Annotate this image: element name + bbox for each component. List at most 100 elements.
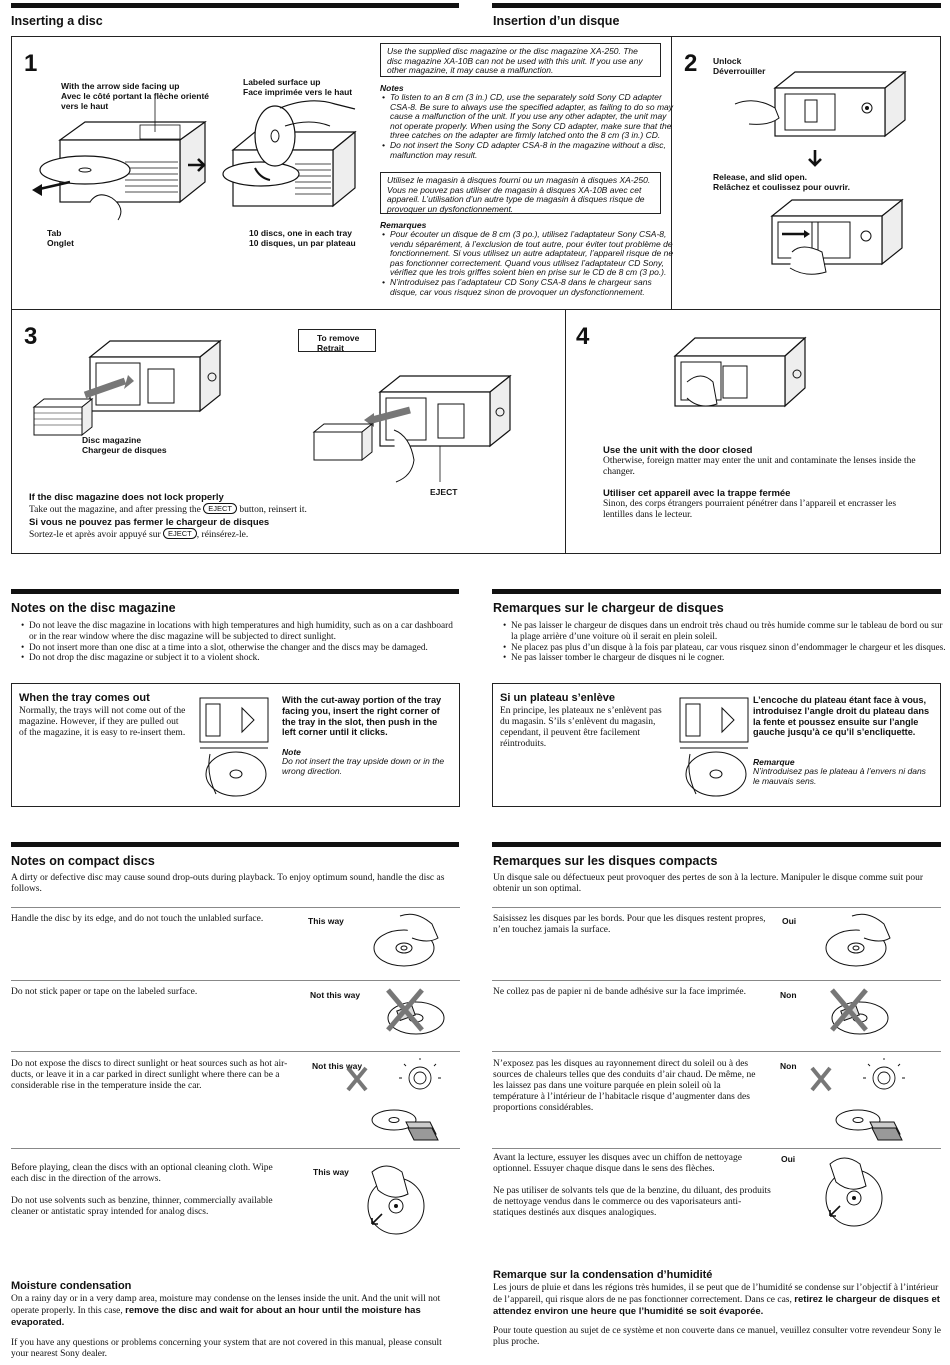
cd-row-separator bbox=[11, 1148, 460, 1149]
taped-disc-cross-illustration bbox=[386, 988, 445, 1035]
label-ten-discs: 10 discs, one in each tray 10 disques, u… bbox=[249, 228, 356, 248]
remarque-item: N’introduisez pas l’adaptateur CD Sony C… bbox=[382, 277, 678, 297]
step4-panel bbox=[565, 309, 941, 554]
tray-box-en bbox=[11, 683, 460, 807]
magazine-insert-illustration bbox=[32, 339, 222, 437]
label-labeled-surface: Labeled surface up Face imprimée vers le… bbox=[243, 77, 353, 97]
label-arrow-side: With the arrow side facing up Avec le cô… bbox=[61, 81, 210, 111]
cd-row-separator bbox=[492, 1148, 941, 1149]
magazine-note-item: Ne pas laisser tomber le chargeur de dis… bbox=[503, 653, 947, 664]
eject-button-symbol: EJECT bbox=[203, 503, 237, 514]
contact-dealer-en: If you have any questions or problems co… bbox=[11, 1338, 442, 1359]
lock-en-text-pre: Take out the magazine, and after pressin… bbox=[29, 505, 204, 515]
tray-en-text: Normally, the trays will not come out of… bbox=[19, 706, 186, 738]
tray-illustration-en bbox=[199, 697, 269, 797]
step1-number: 1 bbox=[24, 50, 38, 77]
tray-fr-instruction: L’encoche du plateau étant face à vous, … bbox=[753, 695, 930, 738]
tray-fr-title: Si un plateau s’enlève bbox=[500, 692, 615, 704]
remarques-title: Remarques bbox=[380, 220, 427, 230]
magazine-note-item: Ne pas laisser le chargeur de disques da… bbox=[503, 621, 947, 643]
cd-row-separator bbox=[11, 907, 460, 908]
lock-en-text-post: button, reinsert it. bbox=[237, 505, 307, 515]
cd-row1-en: Handle the disc by its edge, and do not … bbox=[11, 914, 264, 924]
cd-row-separator bbox=[11, 980, 460, 981]
sun-heat-cross-illustration bbox=[346, 1058, 441, 1141]
tray-en-instruction: With the cut-away portion of the tray fa… bbox=[282, 695, 442, 738]
moisture-text-fr-bold: retirez le chargeur de disques et attend… bbox=[493, 1294, 940, 1317]
label-disc-magazine: Disc magazine Chargeur de disques bbox=[82, 435, 167, 455]
lock-fr-text: Sortez-le et après avoir appuyé sur EJEC… bbox=[29, 528, 248, 541]
moisture-text-fr: Les jours de pluie et dans les régions t… bbox=[493, 1283, 941, 1318]
moisture-title-fr: Remarque sur la condensation d’humidité bbox=[493, 1269, 713, 1281]
magazine-note-item: Do not drop the disc magazine or subject… bbox=[21, 653, 459, 664]
cd-notes-title-en: Notes on compact discs bbox=[11, 854, 155, 868]
cd-rule-right bbox=[492, 842, 941, 847]
tray-fr-note: N’introduisez pas le plateau à l’envers … bbox=[753, 766, 926, 786]
cd-row4-fr-tag: Oui bbox=[781, 1154, 796, 1164]
cd-row-separator bbox=[492, 980, 941, 981]
note-item: To listen to an 8 cm (3 in.) CD, use the… bbox=[382, 92, 678, 141]
magazine-note-item: Do not insert more than one disc at a ti… bbox=[21, 643, 459, 654]
tray-illustration-fr bbox=[679, 697, 749, 797]
moisture-text-en: On a rainy day or in a very damp area, m… bbox=[11, 1294, 459, 1329]
cd-row3-fr: N’exposez pas les disques au rayonnement… bbox=[493, 1059, 756, 1113]
moisture-text-en-pre: On a rainy day or in a very damp area, m… bbox=[11, 1294, 441, 1316]
cd-row2-en-tag: Not this way bbox=[310, 990, 361, 1000]
magazine-notes-list-fr: Ne pas laisser le chargeur de disques da… bbox=[501, 621, 947, 664]
magazine-notes-title-en: Notes on the disc magazine bbox=[11, 601, 176, 615]
changer-illustration-right bbox=[222, 100, 357, 208]
moisture-title-en: Moisture condensation bbox=[11, 1280, 132, 1292]
step4-number: 4 bbox=[576, 323, 590, 350]
door-en-title: Use the unit with the door closed bbox=[603, 445, 753, 456]
door-en-text: Otherwise, foreign matter may enter the … bbox=[603, 456, 916, 477]
cd-row-separator bbox=[11, 1051, 460, 1052]
label-to-remove: To remove Retrait bbox=[298, 329, 376, 353]
title-insertion-disque: Insertion d’un disque bbox=[493, 14, 620, 28]
magazine-remove-illustration bbox=[312, 374, 512, 483]
title-inserting-disc: Inserting a disc bbox=[11, 14, 103, 28]
tray-fr-text: En principe, les plateaux ne s’enlèvent … bbox=[500, 706, 662, 749]
magazine-notes-title-fr: Remarques sur le chargeur de disques bbox=[493, 601, 724, 615]
header-rule-right bbox=[492, 3, 941, 8]
cd-row2-en: Do not stick paper or tape on the labele… bbox=[11, 987, 198, 997]
changer-illustration-left bbox=[32, 97, 207, 221]
magazine-rule-right bbox=[492, 589, 941, 594]
step2-number: 2 bbox=[684, 50, 698, 77]
cd-row4-en-2: Do not use solvents such as benzine, thi… bbox=[11, 1196, 273, 1217]
changer-unlock-illustration bbox=[734, 70, 907, 138]
tray-en-note: Do not insert the tray upside down or in… bbox=[282, 756, 445, 776]
magazine-rule-left bbox=[11, 589, 459, 594]
header-rule-left bbox=[11, 3, 459, 8]
arrow-right-icon bbox=[188, 158, 206, 172]
remarques-list-fr: Pour écouter un disque de 8 cm (3 po.), … bbox=[380, 229, 678, 297]
cd-row4-fr: Avant la lecture, essuyer les disques av… bbox=[493, 1153, 742, 1174]
label-eject: EJECT bbox=[430, 487, 458, 497]
changer-open-illustration bbox=[770, 198, 904, 275]
lock-fr-text-pre: Sortez-le et après avoir appuyé sur bbox=[29, 530, 164, 540]
tray-en-title: When the tray comes out bbox=[19, 692, 150, 704]
cd-rule-left bbox=[11, 842, 459, 847]
tray-fr-note-title: Remarque bbox=[753, 757, 795, 767]
cleaning-disc-illustration bbox=[825, 1157, 883, 1227]
cd-row-separator bbox=[492, 907, 941, 908]
notes-list-en: To listen to an 8 cm (3 in.) CD, use the… bbox=[380, 92, 678, 160]
lock-fr-text-post: , réinsérez-le. bbox=[196, 530, 249, 540]
taped-disc-cross-illustration bbox=[830, 988, 889, 1035]
magazine-notes-list-en: Do not leave the disc magazine in locati… bbox=[19, 621, 459, 664]
contact-dealer-fr: Pour toute question au sujet de ce systè… bbox=[493, 1326, 941, 1347]
lock-fr-title: Si vous ne pouvez pas fermer le chargeur… bbox=[29, 517, 270, 528]
step3-number: 3 bbox=[24, 323, 38, 350]
cd-row3-en-tag: Not this way bbox=[312, 1061, 363, 1071]
arrow-down-icon bbox=[808, 150, 822, 167]
cd-row4-fr-2: Ne pas utiliser de solvants tels que de … bbox=[493, 1186, 771, 1218]
cd-row3-en: Do not expose the discs to direct sunlig… bbox=[11, 1059, 288, 1091]
lock-en-text: Take out the magazine, and after pressin… bbox=[29, 503, 307, 516]
cd-row4-en-tag: This way bbox=[313, 1167, 349, 1177]
cd-row3-fr-tag: Non bbox=[780, 1061, 797, 1071]
cd-row4-en: Before playing, clean the discs with an … bbox=[11, 1163, 273, 1184]
sun-heat-cross-illustration bbox=[810, 1058, 905, 1141]
tray-box-fr bbox=[492, 683, 941, 807]
cd-row1-fr-tag: Oui bbox=[782, 916, 797, 926]
label-tab: Tab Onglet bbox=[47, 228, 74, 248]
cd-notes-title-fr: Remarques sur les disques compacts bbox=[493, 854, 718, 868]
